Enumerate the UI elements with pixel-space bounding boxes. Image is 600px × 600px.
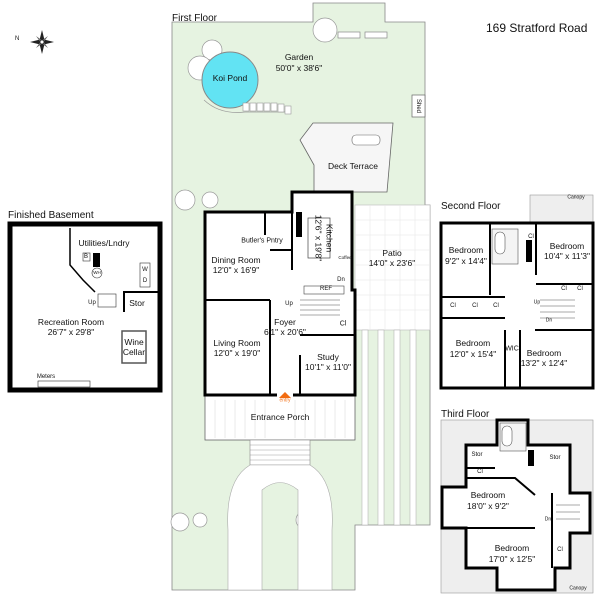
compass-north-label: N <box>15 36 20 42</box>
third-floor-bedroom-2-label: Bedroom <box>494 542 530 553</box>
third-floor-stairs-down-label: Dn <box>544 516 552 523</box>
study-dims: 10'1" x 11'0" <box>305 361 351 372</box>
recreation-room-label: Recreation Room <box>37 316 105 327</box>
basement-title: Finished Basement <box>8 210 94 221</box>
storage-label: Stor <box>549 455 561 461</box>
bedroom-3-dims: 12'0" x 15'4" <box>449 348 497 359</box>
closet-label: Cl <box>577 286 583 292</box>
shed-label: Shed <box>415 98 421 114</box>
third-floor-plan <box>440 418 594 594</box>
garden-label: Garden <box>284 51 314 62</box>
dining-room-label: Dining Room <box>211 254 261 265</box>
third-floor-title: Third Floor <box>441 409 490 420</box>
first-floor-house <box>203 190 357 398</box>
patio-dims: 14'0" x 23'6" <box>368 257 416 268</box>
closet-label: Cl <box>477 469 483 475</box>
study-label: Study <box>317 351 339 362</box>
water-heater-label: WH <box>93 269 101 275</box>
entry-arrow-icon <box>279 392 291 398</box>
second-floor-stairs-up-label: Up <box>533 299 541 306</box>
utilities-laundry-label: Utilities/Lndry <box>78 237 130 248</box>
bedroom-2-dims: 10'4" x 11'3" <box>544 250 590 261</box>
bedroom-2-label: Bedroom <box>549 240 585 251</box>
ref-label: REF <box>320 286 332 292</box>
koi-pond-label: Koi Pond <box>212 72 248 83</box>
garden-dims: 50'0" x 38'6" <box>275 62 323 73</box>
deck-terrace <box>299 122 394 193</box>
closet-label: Cl <box>561 286 567 292</box>
coffee-label: Coffee <box>338 254 352 260</box>
washer-label: W <box>142 267 148 273</box>
address-title: 169 Stratford Road <box>486 21 588 35</box>
basement-stairs-up-label: Up <box>88 300 96 306</box>
closet-label: Cl <box>450 303 456 309</box>
entry-label: entry <box>279 397 291 404</box>
closet-label: Cl <box>472 303 478 309</box>
closet-label: Cl <box>339 320 347 328</box>
basement-plan <box>7 221 163 393</box>
bedroom-1-dims: 9'2" x 14'4" <box>445 255 487 266</box>
kitchen-label: Kitchen <box>324 223 335 253</box>
kitchen-dims: 12'6" x 19'8" <box>313 214 324 262</box>
living-room-dims: 12'0" x 19'0" <box>213 347 261 358</box>
entrance-porch-label: Entrance Porch <box>250 411 310 422</box>
boiler-label: B <box>83 254 89 260</box>
dryer-label: D <box>142 278 148 284</box>
bedroom-4-dims: 13'2" x 12'4" <box>520 357 568 368</box>
first-floor-title: First Floor <box>172 13 217 24</box>
closet-label: Cl <box>557 547 563 553</box>
third-floor-bedroom-1-dims: 18'0" x 9'2" <box>467 500 509 511</box>
basement-storage-label: Stor <box>129 297 145 308</box>
walk-in-closet-label: WIC <box>505 345 519 353</box>
storage-label: Stor <box>471 452 483 458</box>
second-floor-canopy-label: Canopy <box>567 194 585 201</box>
bedroom-4-label: Bedroom <box>526 347 562 358</box>
foyer-dims: 6'1" x 20'6" <box>264 326 306 337</box>
foyer-label: Foyer <box>274 316 296 327</box>
dining-room-dims: 12'0" x 16'9" <box>212 264 260 275</box>
closet-label: Cl <box>493 303 499 309</box>
second-floor-title: Second Floor <box>441 201 501 212</box>
recreation-room-dims: 26'7" x 29'8" <box>47 326 95 337</box>
second-floor-stairs-down-label: Dn <box>545 317 553 324</box>
butlers-pantry-label: Butler's Pntry <box>241 237 283 245</box>
koi-pond <box>201 51 259 109</box>
wine-cellar-label: Wine Cellar <box>122 336 146 357</box>
second-floor-plan <box>439 194 595 390</box>
third-floor-bedroom-1-label: Bedroom <box>470 489 506 500</box>
closet-label: Cl <box>528 234 534 240</box>
meters-label: Meters <box>36 374 56 380</box>
deck-terrace-label: Deck Terrace <box>328 160 378 171</box>
bedroom-3-label: Bedroom <box>455 337 491 348</box>
third-floor-bedroom-2-dims: 17'0" x 12'5" <box>488 553 536 564</box>
compass-rose-icon <box>30 30 54 54</box>
patio-label: Patio <box>382 247 402 258</box>
third-floor-canopy-label: Canopy <box>569 585 587 592</box>
stairs-up-label: Up <box>285 301 293 307</box>
patio <box>354 204 431 331</box>
living-room-label: Living Room <box>213 337 261 348</box>
stairs-down-label: Dn <box>337 277 345 283</box>
bedroom-1-label: Bedroom <box>448 244 484 255</box>
